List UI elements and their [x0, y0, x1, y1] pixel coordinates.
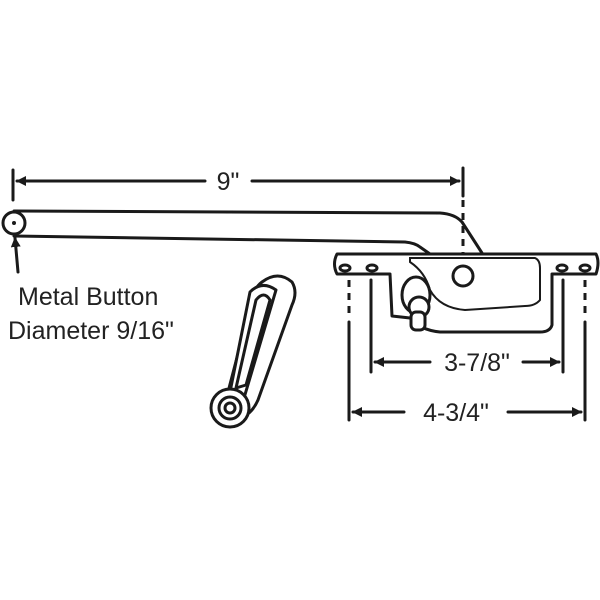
arm-pivot: [451, 264, 475, 288]
operator-body: [333, 252, 600, 334]
dimension-label-outer: 4-3/4": [423, 399, 489, 427]
crank-handle: [209, 274, 297, 429]
dimension-9-inch: 9": [11, 166, 465, 275]
dimension-label-overall: 9": [217, 168, 240, 196]
dimension-hole-spacing: 3-7/8" 4-3/4": [347, 278, 587, 427]
metal-button-callout: Metal Button Diameter 9/16": [8, 236, 174, 345]
operator-arm: [1, 209, 484, 256]
spline-shaft: [409, 310, 427, 332]
callout-line-1: Metal Button: [18, 283, 158, 311]
callout-line-2: Diameter 9/16": [8, 317, 174, 345]
dimension-label-inner: 3-7/8": [444, 349, 510, 377]
